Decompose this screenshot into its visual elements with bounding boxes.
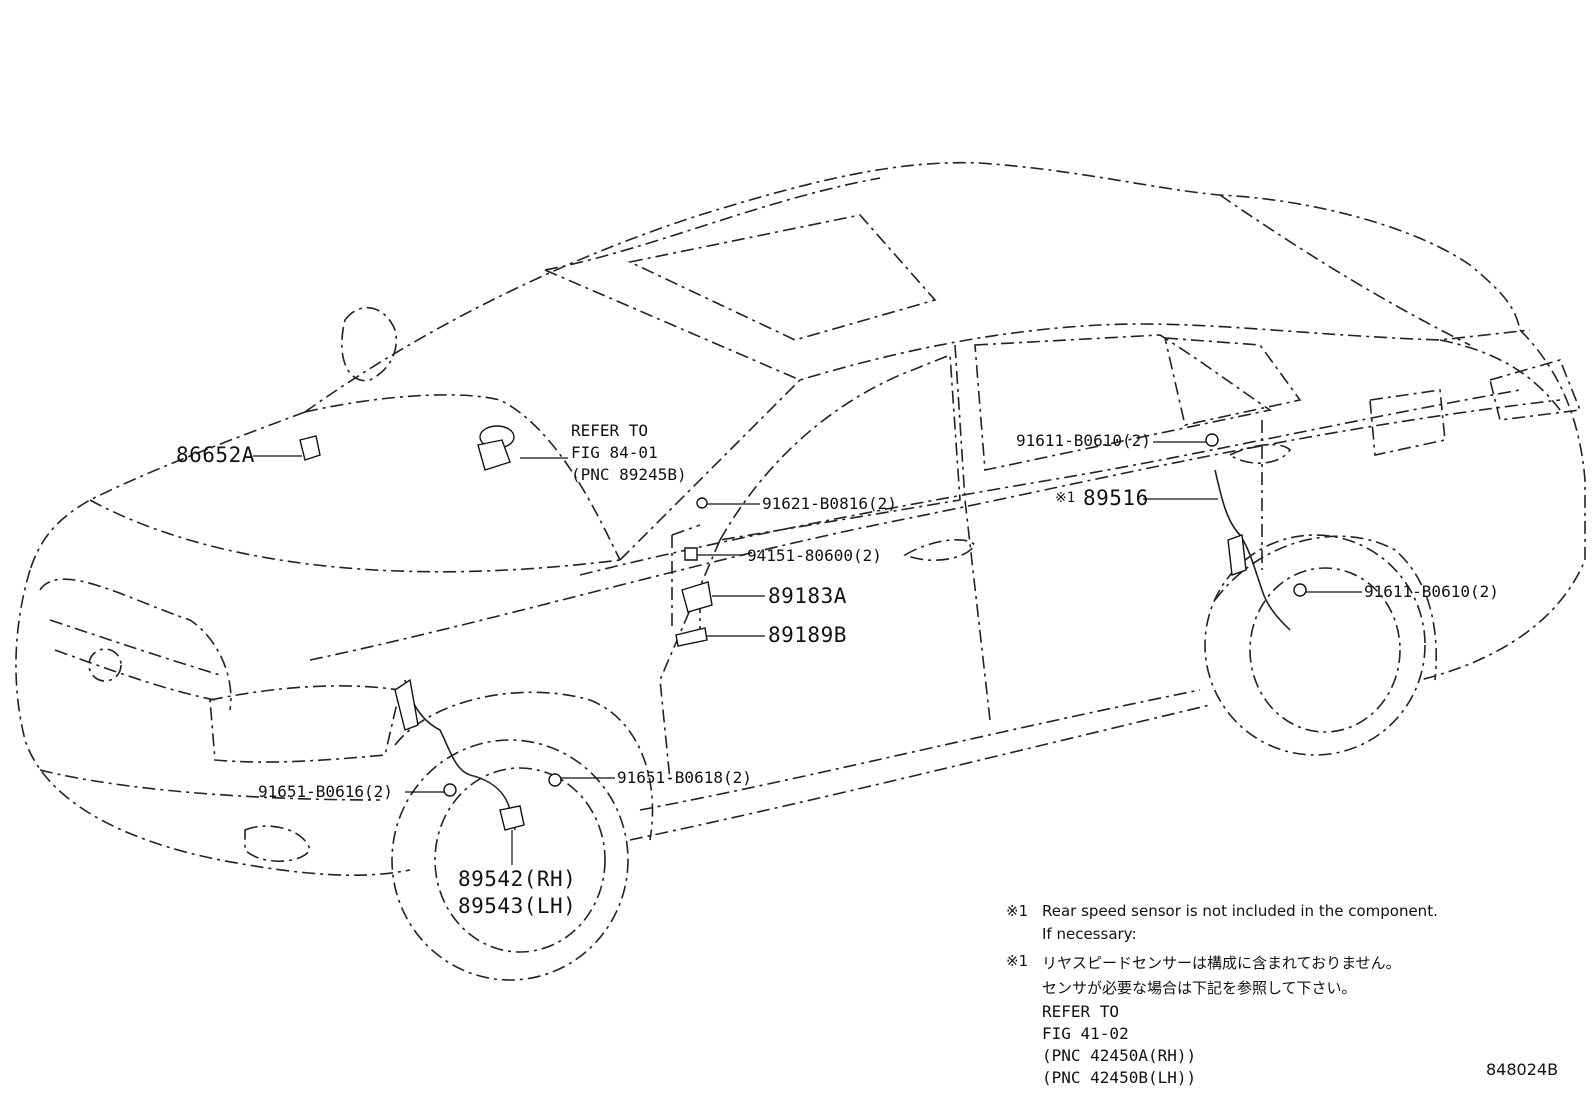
fog-lamp [244, 825, 311, 862]
note-jp-line1: リヤスピードセンサーは構成に含まれておりません。 [1042, 954, 1401, 972]
refer-fig84-line2: FIG 84-01 [571, 443, 658, 462]
label-86652a: 86652A [176, 443, 255, 467]
label-89542: 89542(RH) [458, 867, 577, 891]
note-refer-line4: (PNC 42450B(LH)) [1042, 1068, 1197, 1087]
rear-door-window [974, 334, 1273, 471]
side-character-line [309, 399, 1561, 661]
bolt-91621 [696, 497, 708, 509]
mirror [341, 306, 397, 382]
front-tire-outer [391, 739, 629, 981]
rear-window [1219, 194, 1471, 346]
bumper-line [39, 769, 381, 801]
front-tire-inner [434, 767, 606, 953]
label-91651-mid: 91651-B0618(2) [617, 768, 752, 787]
label-89543: 89543(LH) [458, 894, 577, 918]
note-refer-line2: FIG 41-02 [1042, 1024, 1129, 1043]
bolt-91651-mid [548, 773, 562, 787]
rear-deck [1439, 339, 1561, 411]
label-89189b: 89189B [768, 623, 847, 647]
rear-tire-outer [1204, 534, 1426, 756]
emblem [88, 648, 122, 682]
note-refer-line1: REFER TO [1042, 1002, 1120, 1021]
label-91611-top: 91611-B0610(2) [1016, 431, 1151, 450]
front-fascia [15, 569, 411, 877]
roof-side-line [544, 269, 1531, 381]
rear-harness [1214, 469, 1291, 631]
grille-bar-1 [49, 619, 221, 676]
rear-door-handle [1228, 443, 1292, 465]
rear-quarter-window [1163, 337, 1302, 426]
grille-outline [39, 578, 232, 711]
label-89516: 89516 [1083, 486, 1149, 510]
roof-outline [304, 161, 1521, 413]
label-91621: 91621-B0816(2) [762, 494, 897, 513]
hood-outline [29, 411, 306, 571]
note-jp-line2: センサが必要な場合は下記を参照して下さい。 [1042, 979, 1357, 997]
front-door-handle [903, 539, 977, 561]
bolt-91611-right [1293, 583, 1307, 597]
bolt-91611-top [1205, 433, 1219, 447]
front-harness-clip [394, 678, 419, 731]
note-en-line2: If necessary: [1042, 925, 1137, 943]
sunroof [627, 214, 937, 341]
label-94151: 94151-80600(2) [747, 546, 882, 565]
grille-bar-2 [54, 649, 216, 701]
hood-rear-edge [304, 394, 621, 561]
a-pillar [619, 379, 801, 561]
rain-sensor-body [477, 439, 511, 471]
fuel-door [1369, 389, 1446, 456]
refer-fig84-line3: (PNC 89245B) [571, 465, 687, 484]
hood-center-line [89, 499, 621, 573]
front-door-seam [659, 539, 721, 781]
headlamp [209, 685, 401, 763]
b-pillar [954, 344, 991, 721]
label-91651-left: 91651-B0616(2) [258, 782, 393, 801]
tail-lamp [1489, 359, 1582, 421]
rear-body [1419, 329, 1586, 681]
note-en-line1: Rear speed sensor is not included in the… [1042, 902, 1438, 920]
rocker-line [639, 689, 1201, 811]
refer-fig84-line1: REFER TO [571, 421, 649, 440]
front-sensor-bracket [499, 805, 525, 831]
front-harness [404, 679, 516, 831]
nut-94151 [684, 547, 698, 561]
rear-harness-clip [1227, 534, 1247, 576]
part-86652a-shape [299, 435, 321, 461]
note-mark-en: ※1 [1006, 902, 1029, 920]
label-note-mark: ※1 [1055, 490, 1076, 506]
rocker-bottom [629, 704, 1211, 841]
front-wheel-arch [394, 691, 654, 841]
bolt-91651-left [443, 783, 457, 797]
label-91611-right: 91611-B0610(2) [1364, 582, 1499, 601]
label-89183a: 89183A [768, 584, 847, 608]
rear-tire-inner [1249, 567, 1401, 733]
note-refer-line3: (PNC 42450A(RH)) [1042, 1046, 1197, 1065]
belt-line [579, 389, 1521, 576]
part-89189b-shape [675, 627, 708, 647]
figure-code: 848024B [1486, 1060, 1559, 1079]
front-door-window [718, 353, 961, 542]
part-89183a-shape [681, 581, 713, 613]
note-mark-jp: ※1 [1006, 952, 1029, 970]
windshield-top [544, 177, 881, 271]
